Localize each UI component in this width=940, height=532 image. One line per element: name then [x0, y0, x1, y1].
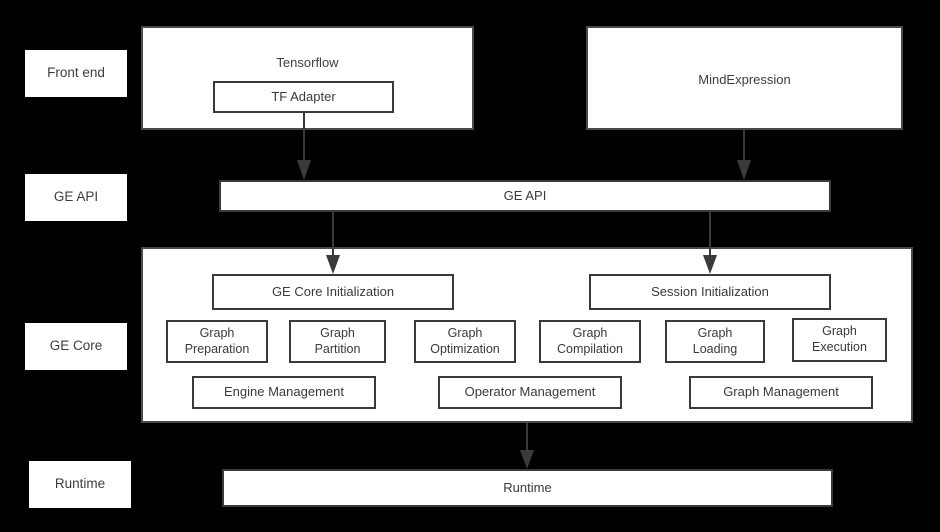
connector-ge-api-to-ge-core-init	[326, 212, 340, 274]
connector-tf-adapter-to-ge-api	[297, 113, 311, 180]
graph-compilation-box[interactable]: Graph Compilation	[539, 320, 641, 363]
graph-preparation-box[interactable]: Graph Preparation	[166, 320, 268, 363]
graph-management-label: Graph Management	[723, 384, 839, 400]
graph-partition-label: Graph Partition	[314, 325, 361, 356]
graph-compilation-label: Graph Compilation	[556, 325, 623, 356]
ge-api-bar-label: GE API	[503, 187, 547, 203]
operator-management-box[interactable]: Operator Management	[438, 376, 622, 409]
stage-label-runtime: Runtime	[29, 461, 131, 508]
connector-mindexpression-to-ge-api	[737, 130, 751, 180]
connector-ge-core-to-runtime	[520, 423, 534, 469]
stage-label-ge-api-text: GE API	[53, 189, 99, 205]
ge-core-initialization-label: GE Core Initialization	[271, 283, 395, 299]
frontend-tensorflow-title: Tensorflow	[276, 55, 339, 70]
operator-management-label: Operator Management	[464, 384, 596, 400]
engine-management-label: Engine Management	[224, 384, 344, 400]
connector-ge-api-to-session-init	[703, 212, 717, 274]
ge-core-initialization-box[interactable]: GE Core Initialization	[212, 274, 454, 310]
stage-label-front-end: Front end	[25, 50, 127, 97]
stage-label-runtime-text: Runtime	[54, 476, 106, 492]
stage-label-ge-core: GE Core	[25, 323, 127, 370]
graph-loading-box[interactable]: Graph Loading	[665, 320, 765, 363]
tf-adapter-label: TF Adapter	[271, 88, 336, 104]
engine-management-box[interactable]: Engine Management	[192, 376, 376, 409]
graph-loading-label: Graph Loading	[692, 325, 738, 356]
stage-label-front-end-text: Front end	[47, 65, 105, 81]
graph-preparation-label: Graph Preparation	[184, 325, 250, 356]
frontend-mindexpression-title: MindExpression	[698, 72, 791, 87]
runtime-bar[interactable]: Runtime	[222, 469, 833, 507]
frontend-mindexpression-frame: MindExpression	[586, 26, 903, 130]
runtime-bar-label: Runtime	[503, 479, 552, 495]
graph-partition-box[interactable]: Graph Partition	[289, 320, 386, 363]
graph-execution-box[interactable]: Graph Execution	[792, 318, 887, 362]
graph-optimization-label: Graph Optimization	[430, 325, 500, 356]
ge-api-bar[interactable]: GE API	[219, 180, 831, 212]
graph-management-box[interactable]: Graph Management	[689, 376, 873, 409]
session-initialization-label: Session Initialization	[651, 283, 769, 299]
session-initialization-box[interactable]: Session Initialization	[589, 274, 831, 310]
graph-optimization-box[interactable]: Graph Optimization	[414, 320, 516, 363]
tf-adapter-box[interactable]: TF Adapter	[213, 81, 394, 113]
stage-label-ge-api: GE API	[25, 174, 127, 221]
graph-execution-label: Graph Execution	[812, 324, 867, 354]
stage-label-ge-core-text: GE Core	[49, 338, 103, 354]
